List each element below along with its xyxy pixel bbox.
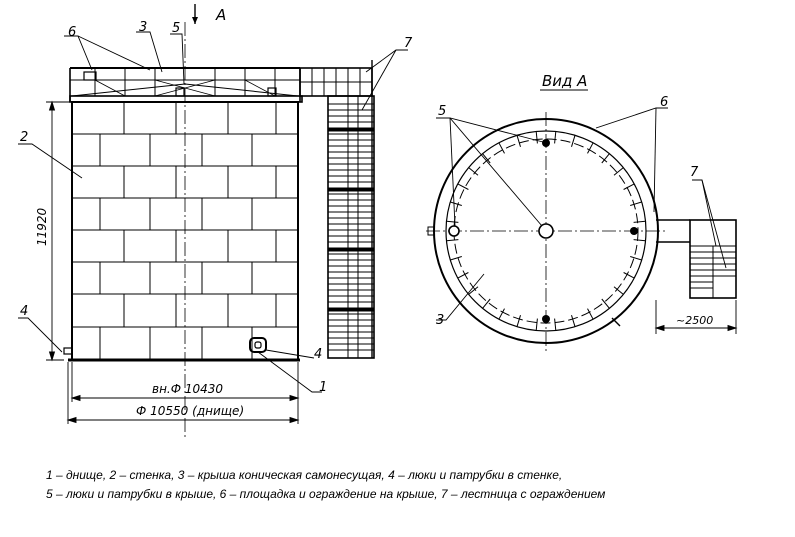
inner-diameter-label: вн.Ф 10430 — [152, 382, 223, 396]
roof-truss — [516, 135, 521, 147]
roof-truss — [587, 142, 594, 154]
roof-platform — [69, 67, 303, 103]
front-view: A 6 3 5 7 2 4 4 1 119 — [18, 4, 413, 440]
height-dimension-label: 11920 — [35, 207, 49, 246]
roof-truss — [457, 183, 469, 190]
legend-line-1: 1 – днище, 2 – стенка, 3 – крыша коничес… — [46, 468, 563, 482]
callout-7-front: 7 — [404, 36, 413, 51]
roof-truss — [482, 153, 491, 164]
roof-truss — [446, 239, 459, 242]
height-dimension — [46, 100, 72, 362]
roof-truss — [633, 239, 646, 242]
callout-5-front: 5 — [172, 21, 180, 36]
roof-truss — [554, 318, 557, 331]
roof-truss — [623, 272, 635, 279]
plan-stair — [656, 219, 737, 299]
ladder-offset-dimension — [654, 300, 738, 334]
roof-truss — [482, 298, 491, 309]
callout-6-plan: 6 — [660, 95, 668, 110]
roof-truss — [630, 256, 642, 261]
roof-truss — [633, 220, 646, 223]
roof-truss — [516, 315, 521, 327]
callout-5-plan: 5 — [438, 104, 446, 119]
callout-3-plan: 3 — [436, 313, 444, 328]
callout-6-front: 6 — [68, 25, 76, 40]
callout-7-plan: 7 — [690, 165, 699, 180]
roof-truss — [623, 183, 635, 190]
roof-nozzle-right — [630, 227, 638, 235]
front-leader-lines — [18, 31, 408, 393]
roof-truss — [468, 167, 479, 176]
roof-truss — [535, 131, 538, 144]
roof-truss — [498, 308, 505, 320]
roof-truss — [457, 272, 469, 279]
roof-trusses — [446, 131, 646, 331]
roof-truss — [613, 286, 624, 295]
roof-truss — [450, 201, 462, 206]
roof-truss — [571, 315, 576, 327]
view-a-title: Вид А — [542, 72, 587, 90]
roof-truss — [535, 318, 538, 331]
callout-1: 1 — [319, 380, 327, 395]
wall-nozzle — [63, 347, 73, 355]
plan-leader-lines — [436, 107, 727, 321]
roof-truss — [498, 142, 505, 154]
roof-truss — [601, 153, 610, 164]
roof-truss — [554, 131, 557, 144]
wall-courses — [72, 102, 298, 360]
roof-nozzle-center — [538, 223, 554, 239]
roof-truss — [613, 167, 624, 176]
callout-4-left: 4 — [20, 304, 28, 319]
bottom-diameter-label: Ф 10550 (днище) — [136, 404, 244, 418]
roof-truss — [587, 308, 594, 320]
callout-3-front: 3 — [139, 20, 147, 35]
view-a-arrow-label: A — [215, 6, 226, 24]
ladder-offset-label: ~2500 — [676, 314, 713, 327]
callout-2: 2 — [20, 130, 28, 145]
diameter-dimensions — [66, 362, 300, 424]
stairway — [327, 60, 375, 359]
roof-truss — [450, 256, 462, 261]
roof-nozzle-top — [542, 139, 550, 147]
roof-truss — [571, 135, 576, 147]
plan-view: Вид А — [426, 72, 738, 352]
stair-landing — [299, 67, 373, 97]
roof-nozzle-left — [448, 225, 460, 237]
roof-truss — [630, 201, 642, 206]
callout-4-right: 4 — [314, 347, 322, 362]
legend-line-2: 5 – люки и патрубки в крыше, 6 – площадк… — [46, 487, 606, 501]
roof-truss — [468, 286, 479, 295]
roof-nozzle-bottom — [542, 315, 550, 323]
roof-truss — [446, 220, 459, 223]
roof-truss — [601, 298, 610, 309]
